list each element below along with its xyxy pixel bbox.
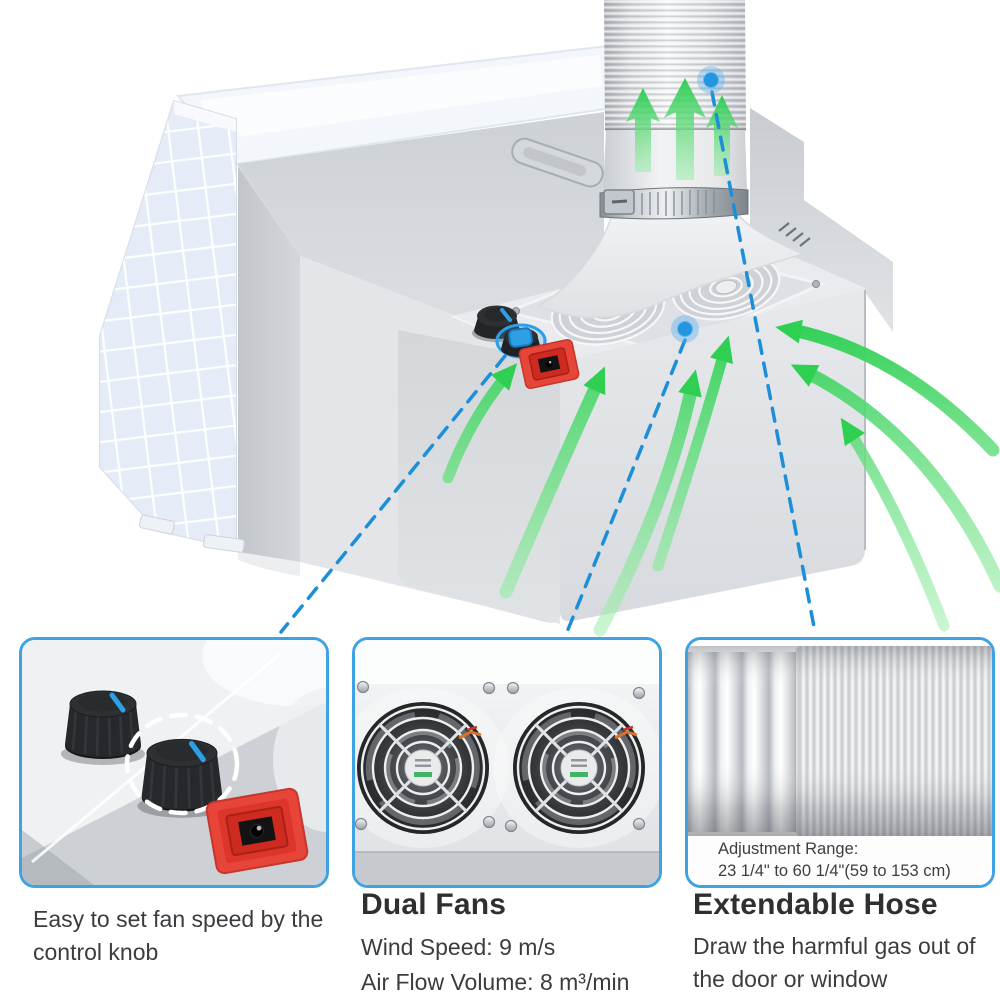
housing-front-face xyxy=(560,288,865,621)
funnel xyxy=(537,212,805,319)
airflow-arrowheads xyxy=(491,319,865,447)
hose-closeup-photo xyxy=(688,640,992,885)
callout-lines xyxy=(279,90,817,634)
power-socket-closeup xyxy=(205,787,309,875)
hose-adjustment-note: Adjustment Range: 23 1/4" to 60 1/4"(59 … xyxy=(718,838,951,883)
caption-fans-title: Dual Fans xyxy=(361,888,507,921)
callout-line-fans xyxy=(565,338,687,634)
caption-hose: Extendable Hose Draw the harmful gas out… xyxy=(693,888,1000,997)
caption-hose-text: Draw the harmful gas out of the door or … xyxy=(693,933,976,993)
hose-note-line1: Adjustment Range: xyxy=(718,840,859,858)
callout-dot-fans xyxy=(671,315,699,343)
control-knob xyxy=(472,305,522,342)
highlight-dashed-circle xyxy=(124,712,240,816)
grid-filter-panel xyxy=(99,99,245,553)
airflow-arrows-up xyxy=(626,78,738,180)
hose-note-line2: 23 1/4" to 60 1/4"(59 to 153 cm) xyxy=(718,862,951,881)
vent-slots xyxy=(778,222,811,247)
callout-line-hose xyxy=(710,90,817,634)
spray-booth-photo xyxy=(99,0,1000,637)
carry-handle xyxy=(511,137,604,188)
callout-line-knob xyxy=(279,354,507,634)
caption-knob-text: Easy to set fan speed by the control kno… xyxy=(33,906,324,966)
callout-dot-hose xyxy=(697,66,725,94)
detail-panel-hose: Adjustment Range: 23 1/4" to 60 1/4"(59 … xyxy=(685,637,995,888)
caption-hose-title: Extendable Hose xyxy=(693,888,938,921)
power-socket xyxy=(518,339,580,389)
booth-left-wall-edge xyxy=(238,166,300,562)
knob-closeup-photo xyxy=(22,640,326,885)
airflow-arrows-intake xyxy=(442,323,1000,637)
speed-knob-highlighted xyxy=(137,738,227,818)
fan-unit-back-wall xyxy=(750,108,893,332)
fan-closeup xyxy=(357,702,489,834)
caption-fans-spec-wind-speed: Wind Speed: 9 m/s xyxy=(361,934,556,960)
caption-knob: Easy to set fan speed by the control kno… xyxy=(33,903,351,970)
hose-clamp xyxy=(599,187,749,220)
detail-panel-knob xyxy=(19,637,329,888)
highlighted-speed-knob xyxy=(495,323,547,359)
caption-fans-spec-airflow: Air Flow Volume: 8 m³/min xyxy=(361,968,630,995)
fan-closeup xyxy=(513,702,645,834)
mounting-screws xyxy=(355,680,646,833)
booth-back-wall xyxy=(237,112,604,356)
speed-knob xyxy=(61,690,145,765)
detail-panel-fans xyxy=(352,637,662,888)
caption-fans: Dual Fans Wind Speed: 9 m/s Air Flow Vol… xyxy=(361,888,681,999)
dual-fans-closeup-photo xyxy=(355,640,659,885)
